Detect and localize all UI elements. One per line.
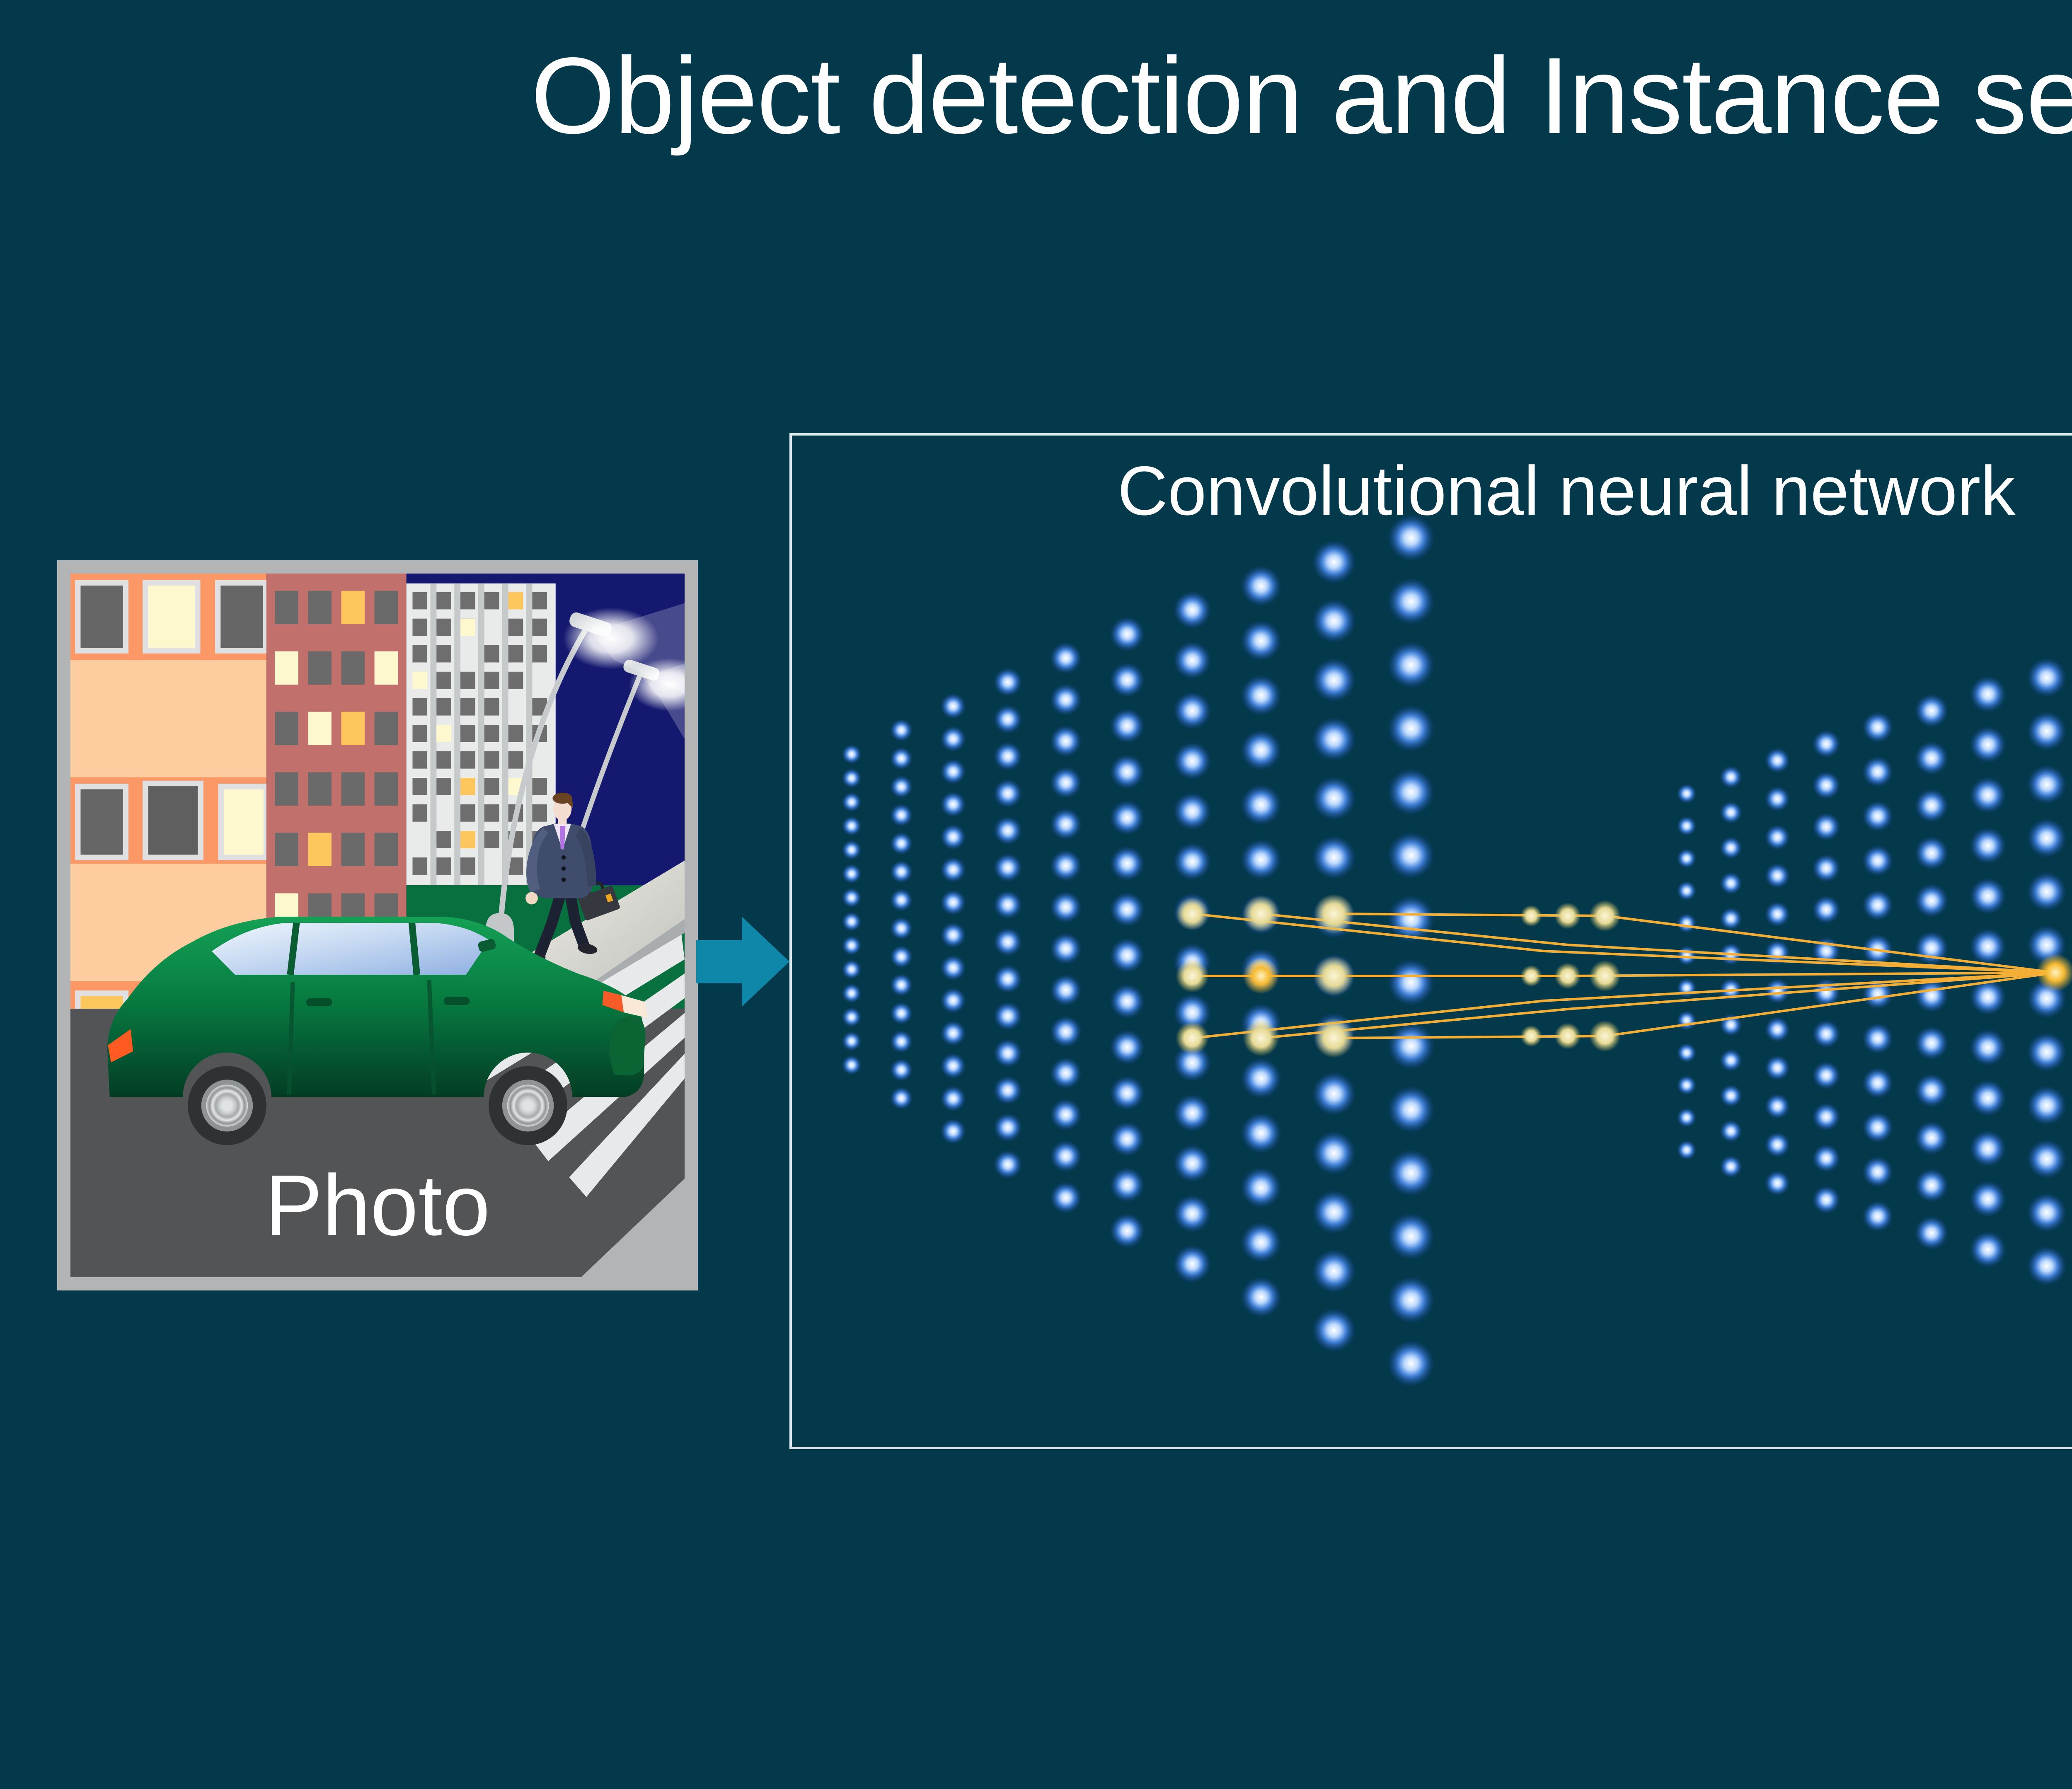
connection-line (1192, 971, 2056, 1039)
kernel-neuron (1243, 1020, 1279, 1056)
cnn-title: Convolutional neural network (1117, 452, 2016, 530)
connection-line (1261, 971, 2056, 1039)
middle-layer-neuron (1520, 905, 1542, 927)
connection-line (1192, 913, 2056, 974)
middle-layer-neuron (1520, 965, 1542, 987)
cnn-panel (789, 433, 2072, 1449)
kernel-neuron (1314, 1018, 1354, 1058)
photo-label: Photo (265, 1157, 490, 1254)
flow-arrow-input (696, 917, 789, 1007)
kernel-neuron (1176, 1022, 1209, 1055)
feature-map-plane (1676, 657, 2067, 1286)
middle-layer-neuron (1589, 960, 1621, 992)
feature-map-plane (841, 514, 1435, 1387)
kernel-neuron (1314, 894, 1354, 934)
kernel-neuron (1243, 958, 1279, 994)
middle-layer-neuron (1589, 1020, 1621, 1052)
middle-layer-neuron (1589, 900, 1621, 932)
kernel-neuron (1176, 897, 1209, 930)
kernel-neuron (1176, 959, 1209, 993)
middle-layer-neuron (1554, 963, 1581, 989)
kernel-neuron (1243, 896, 1279, 932)
middle-layer-neuron (1554, 903, 1581, 929)
kernel-neuron (1314, 956, 1354, 996)
page-title: Object detection and Instance segmentati… (530, 35, 2072, 156)
connection-line (1261, 913, 2056, 974)
photo-panel (57, 560, 698, 1290)
cnn-visualization (841, 514, 2072, 1387)
output-neuron (2036, 954, 2072, 992)
middle-layer-neuron (1554, 1023, 1581, 1049)
middle-layer-neuron (1520, 1025, 1542, 1047)
